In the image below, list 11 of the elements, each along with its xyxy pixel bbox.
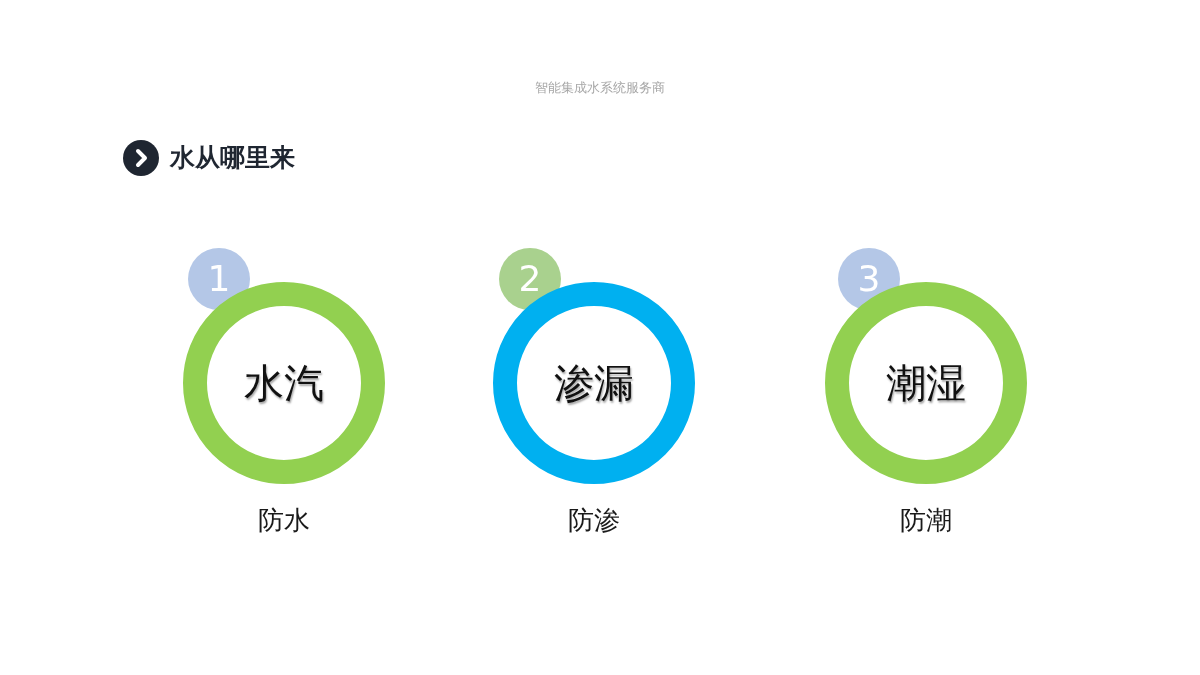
caption-text: 防水 (258, 505, 310, 535)
ring-label: 渗漏 (554, 359, 634, 407)
caption-text: 防潮 (900, 505, 952, 535)
step-number: 1 (207, 259, 231, 299)
step-number: 2 (518, 259, 542, 299)
ring-label: 潮湿 (886, 359, 966, 407)
tagline-text: 智能集成水系统服务商 (535, 80, 665, 95)
ring-label: 水汽 (244, 359, 324, 407)
caption-text: 防渗 (568, 505, 620, 535)
step-number: 3 (857, 259, 881, 299)
slide-title: 水从哪里来 (170, 142, 295, 174)
